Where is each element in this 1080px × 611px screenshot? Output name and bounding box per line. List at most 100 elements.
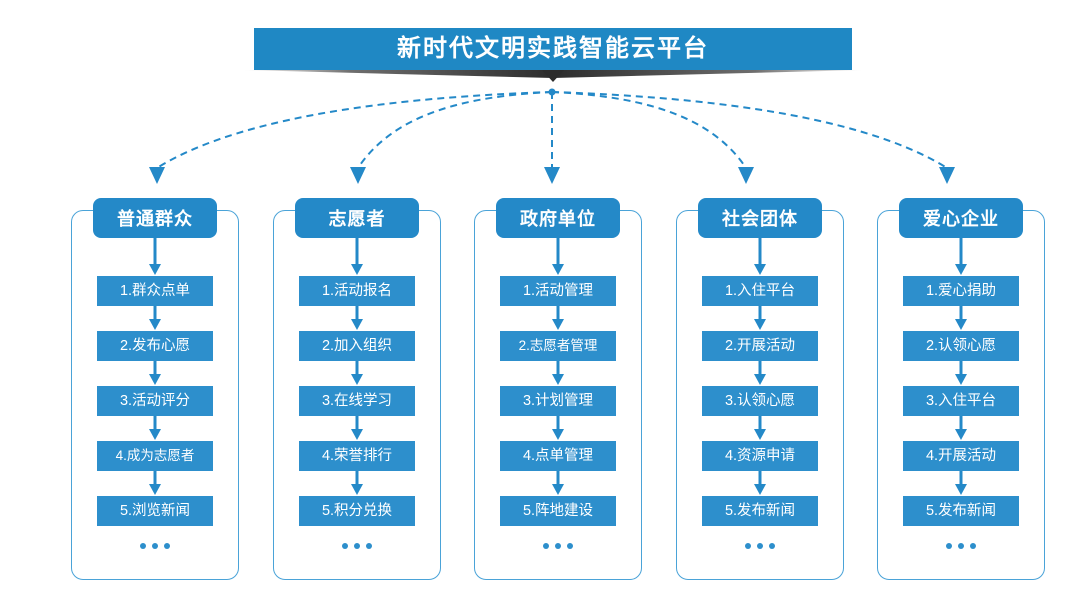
ellipsis-dot [757,543,763,549]
column-body-2: 1.活动报名 2.加入组织 3.在线学习 4.荣誉排行 5.积分兑换 [273,238,441,566]
connector-arrowhead-2 [350,167,366,184]
flow-item[interactable]: 1.入住平台 [702,276,818,306]
ellipsis-dot [958,543,964,549]
flow-item[interactable]: 3.入住平台 [903,386,1019,416]
flow-item[interactable]: 3.活动评分 [97,386,213,416]
flow-item[interactable]: 1.活动管理 [500,276,616,306]
down-arrow-icon [273,471,441,496]
ellipsis-more-indicator [71,526,239,566]
column-body-3: 1.活动管理 2.志愿者管理 3.计划管理 4.点单管理 5.阵地建设 [474,238,642,566]
flow-item[interactable]: 2.志愿者管理 [500,331,616,361]
role-column-aixinqiye: 爱心企业 1.爱心捐助 2.认领心愿 3.入住平台 4.开展活动 [877,198,1047,583]
flow-item[interactable]: 4.荣誉排行 [299,441,415,471]
column-body-1: 1.群众点单 2.发布心愿 3.活动评分 4.成为志愿者 5.浏览新闻 [71,238,239,566]
flow-item[interactable]: 3.认领心愿 [702,386,818,416]
down-arrow-icon [877,238,1045,276]
column-header-1[interactable]: 普通群众 [93,198,217,238]
down-arrow-icon [273,361,441,386]
column-header-3[interactable]: 政府单位 [496,198,620,238]
connector-arrowhead-1 [149,167,165,184]
ellipsis-dot [946,543,952,549]
down-arrow-icon [877,471,1045,496]
down-arrow-icon [676,361,844,386]
flow-item[interactable]: 4.成为志愿者 [97,441,213,471]
page-title: 新时代文明实践智能云平台 [397,35,709,62]
flow-item[interactable]: 5.阵地建设 [500,496,616,526]
flow-item[interactable]: 5.发布新闻 [903,496,1019,526]
ellipsis-dot [970,543,976,549]
column-body-4: 1.入住平台 2.开展活动 3.认领心愿 4.资源申请 5.发布新闻 [676,238,844,566]
down-arrow-icon [877,416,1045,441]
connector-arrowhead-5 [939,167,955,184]
column-body-5: 1.爱心捐助 2.认领心愿 3.入住平台 4.开展活动 5.发布新闻 [877,238,1045,566]
flow-item[interactable]: 5.积分兑换 [299,496,415,526]
role-column-zhiyuanzhe: 志愿者 1.活动报名 2.加入组织 3.在线学习 4.荣誉排行 [273,198,443,583]
ellipsis-dot [543,543,549,549]
connector-origin-node [548,88,556,96]
flow-item[interactable]: 4.资源申请 [702,441,818,471]
flow-item[interactable]: 3.在线学习 [299,386,415,416]
down-arrow-icon [474,416,642,441]
connector-to-col-1 [156,91,553,169]
ellipsis-dot [555,543,561,549]
connector-arrowhead-3 [544,167,560,184]
connector-to-col-2 [357,91,553,169]
down-arrow-icon [676,416,844,441]
flow-item[interactable]: 1.群众点单 [97,276,213,306]
ellipsis-more-indicator [877,526,1045,566]
flow-item[interactable]: 2.加入组织 [299,331,415,361]
down-arrow-icon [877,361,1045,386]
flow-item[interactable]: 1.爱心捐助 [903,276,1019,306]
down-arrow-icon [877,306,1045,331]
flow-item[interactable]: 4.点单管理 [500,441,616,471]
column-header-4[interactable]: 社会团体 [698,198,822,238]
ellipsis-dot [164,543,170,549]
title-shadow-wedge [242,69,864,87]
ellipsis-dot [745,543,751,549]
flow-item[interactable]: 2.发布心愿 [97,331,213,361]
platform-title-banner: 新时代文明实践智能云平台 [254,28,852,70]
down-arrow-icon [676,471,844,496]
down-arrow-icon [474,306,642,331]
down-arrow-icon [676,238,844,276]
connector-to-col-4 [551,91,747,169]
ellipsis-dot [769,543,775,549]
ellipsis-dot [354,543,360,549]
flow-item[interactable]: 1.活动报名 [299,276,415,306]
ellipsis-more-indicator [474,526,642,566]
flow-item[interactable]: 2.认领心愿 [903,331,1019,361]
role-column-shehuituanti: 社会团体 1.入住平台 2.开展活动 3.认领心愿 4.资源申请 [676,198,846,583]
down-arrow-icon [71,361,239,386]
down-arrow-icon [474,471,642,496]
down-arrow-icon [71,306,239,331]
ellipsis-more-indicator [676,526,844,566]
role-columns: 普通群众 1.群众点单 2.发布心愿 3.活动评分 4.成为志愿者 [0,198,1080,598]
down-arrow-icon [273,306,441,331]
down-arrow-icon [273,238,441,276]
down-arrow-icon [273,416,441,441]
down-arrow-icon [474,361,642,386]
ellipsis-dot [152,543,158,549]
flow-item[interactable]: 5.发布新闻 [702,496,818,526]
down-arrow-icon [71,471,239,496]
ellipsis-dot [567,543,573,549]
column-header-2[interactable]: 志愿者 [295,198,419,238]
title-bar: 新时代文明实践智能云平台 [254,28,852,70]
ellipsis-more-indicator [273,526,441,566]
ellipsis-dot [140,543,146,549]
down-arrow-icon [676,306,844,331]
connector-arrowhead-4 [738,167,754,184]
flow-item[interactable]: 4.开展活动 [903,441,1019,471]
flow-item[interactable]: 5.浏览新闻 [97,496,213,526]
down-arrow-icon [474,238,642,276]
flow-item[interactable]: 2.开展活动 [702,331,818,361]
down-arrow-icon [71,416,239,441]
ellipsis-dot [342,543,348,549]
down-arrow-icon [71,238,239,276]
role-column-putongqunzhong: 普通群众 1.群众点单 2.发布心愿 3.活动评分 4.成为志愿者 [71,198,241,583]
column-header-5[interactable]: 爱心企业 [899,198,1023,238]
flow-item[interactable]: 3.计划管理 [500,386,616,416]
role-column-zhengfudanwei: 政府单位 1.活动管理 2.志愿者管理 3.计划管理 4.点单管理 [474,198,644,583]
ellipsis-dot [366,543,372,549]
